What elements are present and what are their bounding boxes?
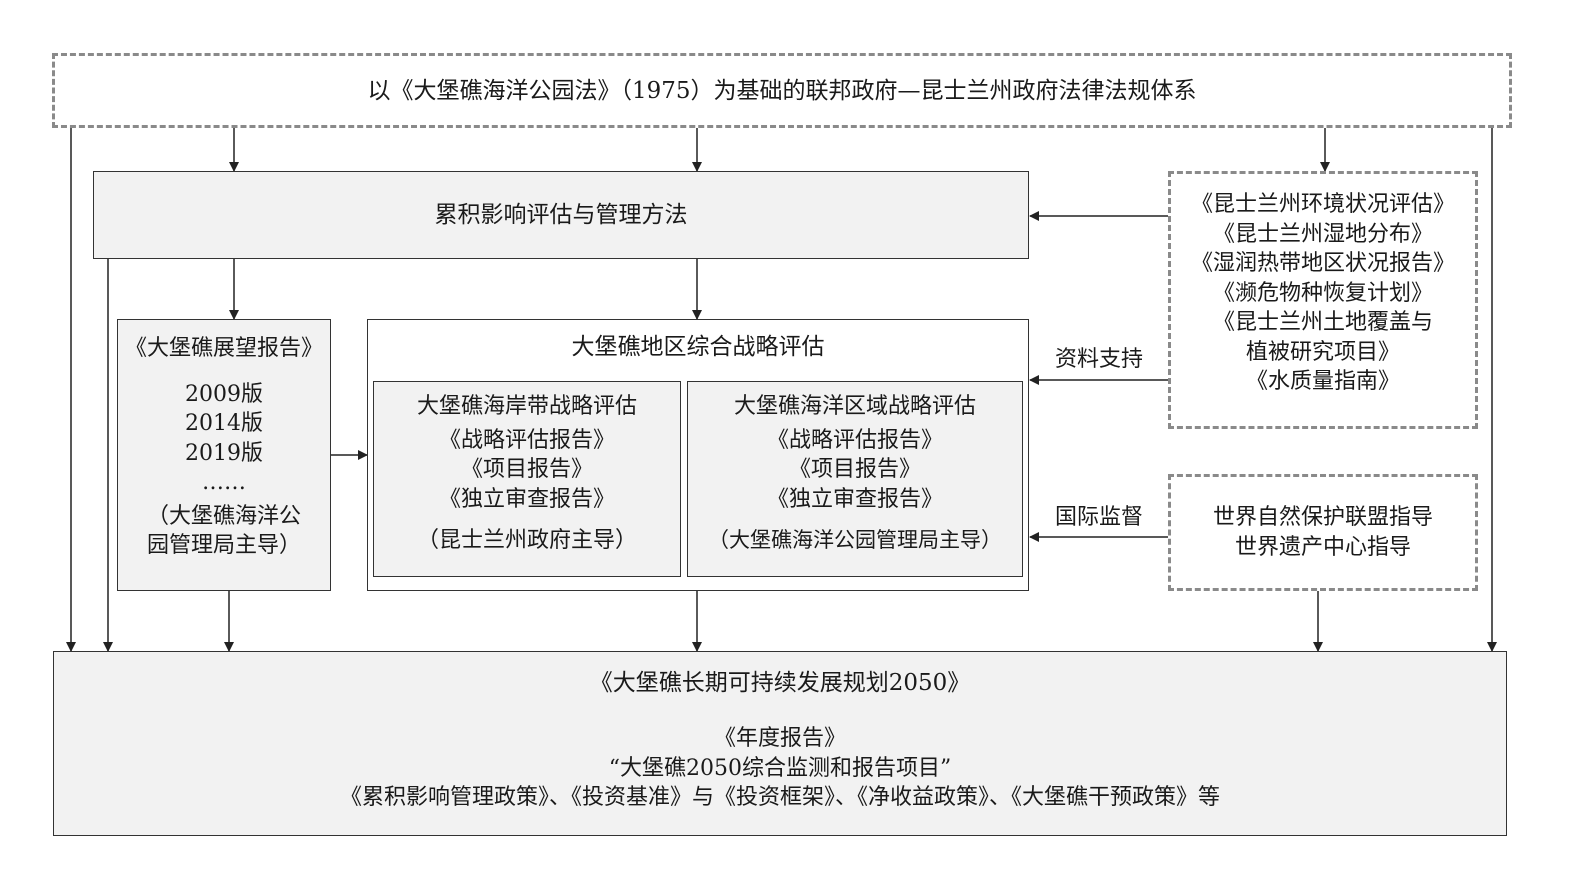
marine-assessment-box: 大堡礁海洋区域战略评估 《战略评估报告》 《项目报告》 《独立审查报告》 （大堡… [687,381,1023,577]
source-item: 《昆士兰州湿地分布》 [1212,221,1433,247]
coastal-title: 大堡礁海岸带战略评估 [416,394,637,419]
marine-report: 《独立审查报告》 [766,486,943,512]
plan-item: 《年度报告》 [713,726,846,751]
coastal-lead: （昆士兰州政府主导） [416,528,637,553]
method-text: 累积影响评估与管理方法 [434,202,688,228]
coastal-assessment-box: 大堡礁海岸带战略评估 《战略评估报告》 《项目报告》 《独立审查报告》 （昆士兰… [373,381,681,577]
marine-lead: （大堡礁海洋公园管理局主导） [708,528,1002,552]
marine-report: 《项目报告》 [788,457,921,482]
intl-item: 世界自然保护联盟指导 [1212,505,1433,530]
outlook-lead: （大堡礁海洋公 [146,503,301,529]
outlook-edition: 2019版 [185,440,263,466]
plan-item: “大堡礁2050综合监测和报告项目” [608,755,952,781]
coastal-report: 《战略评估报告》 [438,427,615,453]
coastal-report: 《项目报告》 [460,457,593,482]
plan-item: 《累积影响管理政策》、《投资基准》与《投资框架》、《净收益政策》、《大堡礁干预政… [339,785,1220,810]
method-box: 累积影响评估与管理方法 [93,171,1029,259]
outlook-edition: 2014版 [185,411,263,436]
strategic-title: 大堡礁地区综合战略评估 [571,334,825,360]
source-item: 《水质量指南》 [1245,369,1400,394]
outlook-title: 《大堡礁展望报告》 [124,336,323,361]
framework-box: 以《大堡礁海洋公园法》（1975）为基础的联邦政府—昆士兰州政府法律法规体系 [52,53,1512,128]
outlook-edition: …… [202,470,246,495]
plan-title: 《大堡礁长期可持续发展规划2050》 [589,670,971,696]
intl-supervision-label: 国际监督 [1055,505,1144,530]
source-item: 《濒危物种恢复计划》 [1212,280,1433,306]
intl-item: 世界遗产中心指导 [1234,534,1411,560]
plan-2050-box: 《大堡礁长期可持续发展规划2050》 《年度报告》 “大堡礁2050综合监测和报… [53,651,1507,836]
data-sources-box: 《昆士兰州环境状况评估》 《昆士兰州湿地分布》 《湿润热带地区状况报告》 《濒危… [1168,171,1478,429]
source-item: 《昆士兰州土地覆盖与 [1212,310,1433,335]
source-item: 植被研究项目》 [1245,339,1400,365]
outlook-edition: 2009版 [185,381,263,407]
coastal-report: 《独立审查报告》 [438,486,615,512]
marine-title: 大堡礁海洋区域战略评估 [733,394,976,419]
data-support-label: 资料支持 [1055,347,1144,372]
framework-text: 以《大堡礁海洋公园法》（1975）为基础的联邦政府—昆士兰州政府法律法规体系 [367,77,1197,104]
outlook-box: 《大堡礁展望报告》 2009版 2014版 2019版 …… （大堡礁海洋公 园… [117,319,331,591]
source-item: 《湿润热带地区状况报告》 [1190,251,1455,276]
outlook-lead: 园管理局主导） [146,533,301,558]
intl-guidance-box: 世界自然保护联盟指导 世界遗产中心指导 [1168,474,1478,591]
source-item: 《昆士兰州环境状况评估》 [1190,192,1455,217]
marine-report: 《战略评估报告》 [766,427,943,453]
